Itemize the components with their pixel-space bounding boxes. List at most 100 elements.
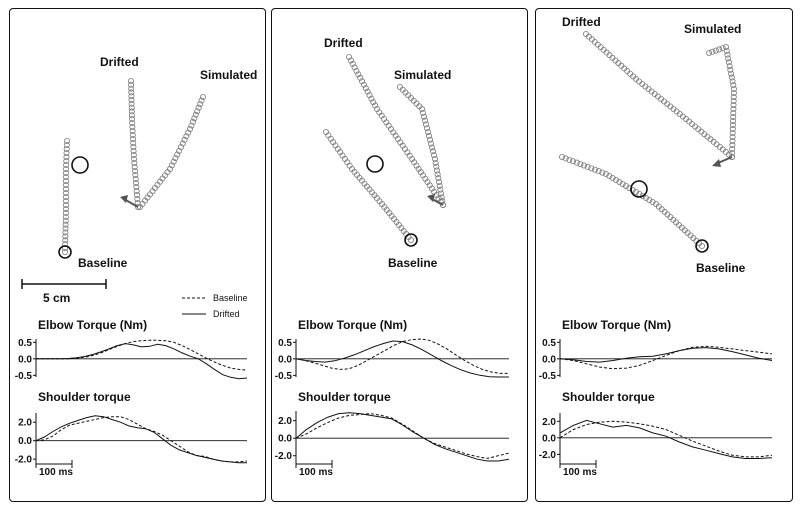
trajectory-marker	[606, 172, 613, 179]
label-drifted: Drifted	[562, 15, 601, 29]
series-baseline	[36, 339, 248, 371]
trajectory-marker	[603, 170, 610, 177]
trajectory-marker	[730, 86, 737, 93]
elbow-torque-chart: 0.50.0-0.5	[275, 338, 509, 382]
trajectory-marker	[433, 163, 440, 170]
series-baseline	[35, 416, 248, 463]
trajectory-marker	[433, 167, 440, 174]
label-baseline: Baseline	[388, 256, 438, 270]
trajectory-marker	[422, 121, 429, 128]
elbow-title: Elbow Torque (Nm)	[562, 318, 671, 332]
trajectory-marker	[434, 171, 441, 178]
trajectory-marker	[131, 159, 138, 166]
trajectory-marker	[362, 85, 369, 92]
label-drifted: Drifted	[324, 36, 363, 50]
y-tick-label: 0.0	[18, 436, 32, 447]
trajectory-marker	[192, 111, 199, 118]
elbow-title: Elbow Torque (Nm)	[298, 318, 407, 332]
trajectory-marker	[63, 189, 70, 196]
trajectory-marker	[427, 140, 434, 147]
trajectory-marker	[599, 169, 606, 176]
trajectory-marker	[351, 64, 358, 71]
trajectory-marker	[616, 178, 623, 185]
trajectory-marker	[562, 155, 569, 162]
trajectory-marker	[135, 203, 142, 210]
trajectory-marker	[62, 217, 69, 224]
drift-arrow-head	[712, 159, 721, 167]
trajectory-marker	[577, 161, 584, 168]
series-baseline	[559, 420, 773, 458]
trajectory-marker	[64, 137, 71, 144]
trajectory-marker	[194, 108, 201, 115]
trajectory-marker	[347, 57, 354, 64]
trajectory-marker	[730, 118, 737, 125]
shoulder-title: Shoulder torque	[38, 390, 131, 404]
trajectory-marker	[370, 99, 377, 106]
y-tick-label: 0.0	[278, 354, 292, 365]
trajectory-marker	[429, 148, 436, 155]
trajectory-marker	[63, 193, 70, 200]
y-tick-label: 2.0	[542, 417, 556, 428]
trajectory-marker	[558, 153, 565, 160]
trajectory-marker	[435, 175, 442, 182]
trajectory-marker	[128, 112, 135, 119]
trajectory-marker	[719, 45, 726, 52]
label-simulated: Simulated	[200, 68, 257, 82]
trajectory-marker	[725, 55, 732, 62]
elbow-title: Elbow Torque (Nm)	[38, 318, 147, 332]
trajectory-marker	[619, 180, 626, 187]
trajectory-marker	[728, 70, 735, 77]
y-tick-label: -2.0	[539, 450, 557, 461]
trajectory-marker	[177, 144, 184, 151]
traj-drifted-markers	[583, 30, 735, 160]
target-circle	[366, 155, 384, 173]
trajectory-marker	[725, 59, 732, 66]
trajectory-marker	[128, 97, 135, 104]
trajectory-plot: Drifted Simulated Baseline	[58, 55, 257, 270]
trajectory-marker	[705, 50, 712, 57]
trajectory-marker	[418, 106, 425, 113]
trajectory-marker	[437, 186, 444, 193]
scale-bar-label: 5 cm	[43, 291, 70, 305]
trajectory-marker	[424, 129, 431, 136]
trajectory-marker	[366, 92, 373, 99]
trajectory-marker	[63, 145, 70, 152]
panel-3-svg: Drifted Simulated Baseline Elbow Torque …	[539, 15, 773, 478]
trajectory-marker	[129, 124, 136, 131]
trajectory-marker	[730, 102, 737, 109]
trajectory-marker	[131, 155, 138, 162]
trajectory-marker	[63, 201, 70, 208]
target-circle	[630, 180, 648, 198]
trajectory-marker	[198, 97, 205, 104]
target-circle	[71, 156, 89, 174]
time-bar-label: 100 ms	[39, 467, 73, 478]
trajectory-marker	[730, 114, 737, 121]
trajectory-marker	[728, 153, 735, 160]
trajectory-marker	[439, 201, 446, 208]
trajectory-marker	[128, 89, 135, 96]
trajectory-marker	[170, 158, 177, 165]
trajectory-marker	[729, 134, 736, 141]
trajectory-marker	[436, 182, 443, 189]
trajectory-marker	[186, 126, 193, 133]
trajectory-marker	[698, 242, 705, 249]
traj-simulated-markers	[137, 94, 206, 210]
drift-arrow	[717, 156, 733, 164]
trajectory-marker	[128, 81, 135, 88]
shoulder-title: Shoulder torque	[298, 390, 391, 404]
trajectory-marker	[716, 46, 723, 53]
trajectory-marker	[729, 130, 736, 137]
label-simulated: Simulated	[684, 22, 741, 36]
trajectory-marker	[62, 248, 69, 255]
trajectory-marker	[130, 143, 137, 150]
trajectory-marker	[623, 182, 630, 189]
y-tick-label: 0.0	[542, 354, 556, 365]
trajectory-marker	[426, 136, 433, 143]
trajectory-marker	[730, 98, 737, 105]
y-tick-label: 0.5	[18, 338, 32, 349]
trajectory-marker	[425, 132, 432, 139]
trajectory-marker	[63, 185, 70, 192]
trajectory-marker	[191, 115, 198, 122]
trajectory-plot: Drifted Simulated Baseline	[323, 36, 451, 270]
trajectory-marker	[722, 44, 729, 51]
